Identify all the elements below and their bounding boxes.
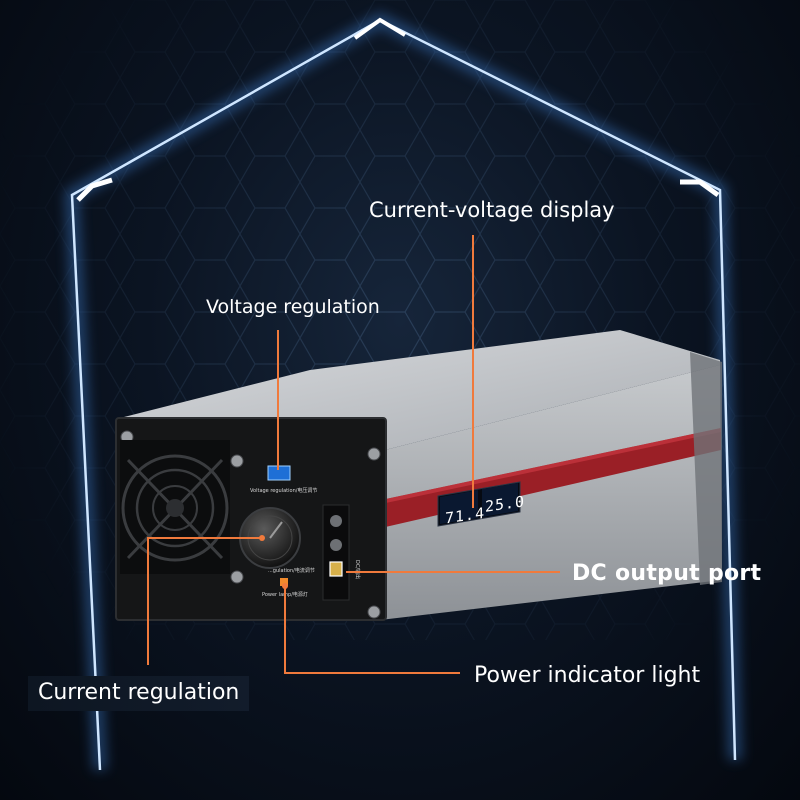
callout-current-regulation: Current regulation (28, 676, 250, 711)
callout-lines (147, 235, 560, 674)
voltage-reading: 71.4 (445, 504, 485, 528)
callout-dots (259, 535, 288, 589)
current-reading: 25.0 (485, 492, 525, 516)
callout-current-voltage-display: Current-voltage display (369, 198, 615, 222)
panel-label-voltage: Voltage regulation/电压调节 (250, 487, 317, 494)
callout-voltage-regulation: Voltage regulation (206, 296, 380, 318)
callout-line-indicator (284, 586, 460, 674)
callout-power-indicator-light: Power indicator light (474, 663, 701, 688)
dc-output-port (322, 504, 350, 601)
end-cap (690, 352, 722, 585)
panel-label-dc: DC/输出 (354, 560, 361, 579)
cooling-fan (120, 440, 230, 574)
callout-line-current (147, 537, 262, 665)
device-side-face (380, 365, 722, 620)
current-voltage-display: 71.4 25.0 (437, 481, 525, 528)
glowing-frame (64, 12, 742, 771)
panel-label-current: ...gulation/电流调节 (268, 567, 315, 574)
power-lamp (280, 578, 288, 586)
callout-dc-output-port: DC output port (572, 561, 762, 586)
